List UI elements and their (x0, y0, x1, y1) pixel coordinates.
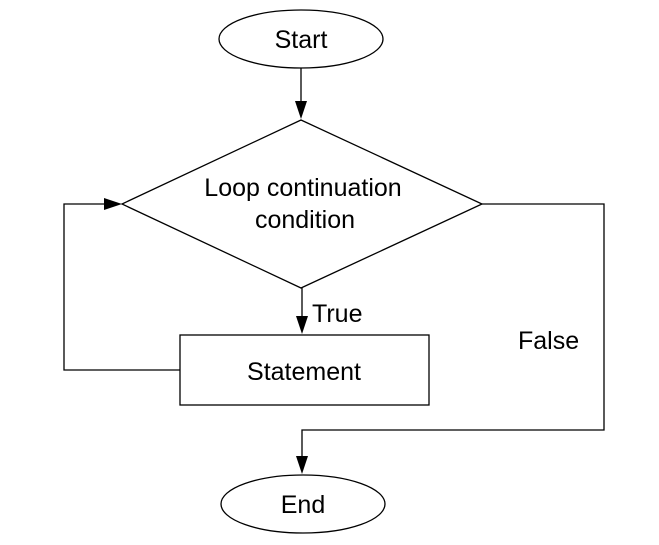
arrow-start-to-condition (295, 68, 307, 119)
condition-node: Loop continuation condition (120, 119, 484, 289)
condition-label-line2: condition (255, 206, 355, 234)
statement-box (179, 334, 430, 406)
end-ellipse (220, 474, 386, 534)
arrow-condition-to-statement: True (296, 288, 362, 334)
statement-label: Statement (247, 358, 361, 386)
arrow-loop-back (63, 198, 180, 371)
condition-label-line1: Loop continuation (204, 174, 401, 202)
statement-node: Statement (179, 334, 430, 406)
true-label: True (312, 300, 362, 328)
end-node: End (220, 474, 386, 534)
false-label: False (518, 327, 579, 355)
start-label: Start (275, 26, 328, 54)
condition-diamond (120, 119, 484, 289)
end-label: End (281, 491, 325, 519)
arrow-false-to-end: False (296, 203, 605, 474)
start-node: Start (218, 9, 384, 69)
